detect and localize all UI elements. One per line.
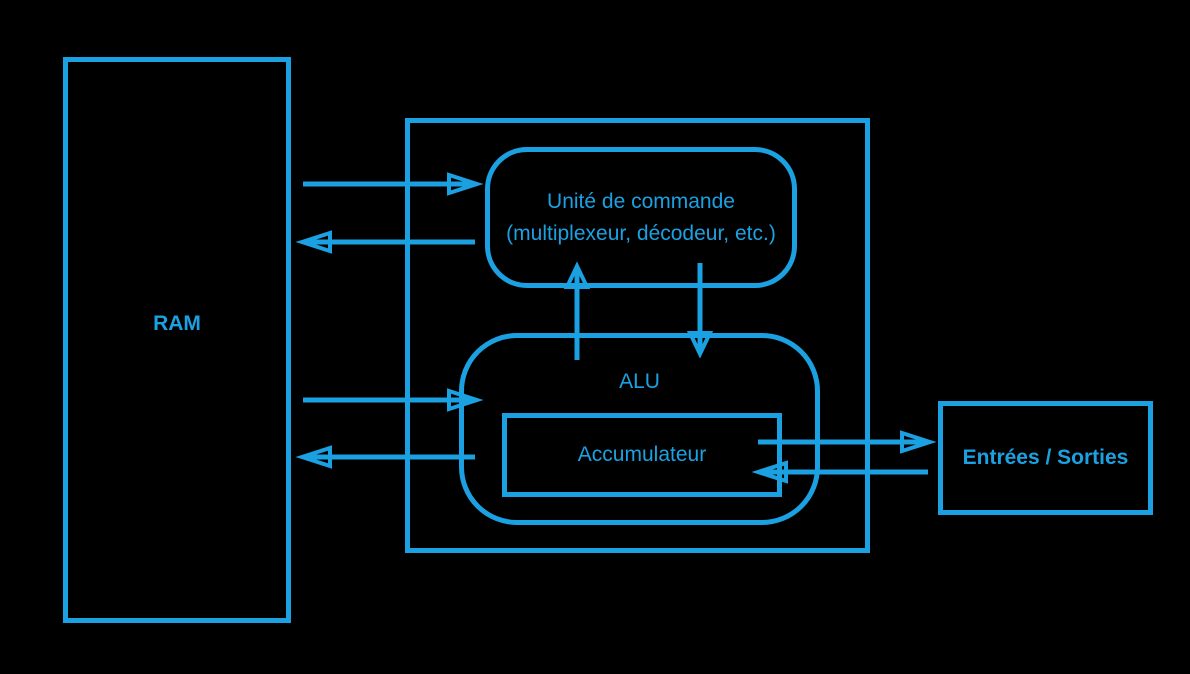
arrow-head [295, 445, 332, 469]
arrow-head [900, 430, 937, 454]
node-ram-label: RAM [153, 312, 201, 335]
node-io-label: Entrées / Sorties [962, 446, 1129, 469]
node-accumulator: Accumulateur [502, 413, 782, 497]
node-alu-label: ALU [619, 370, 660, 393]
node-control-unit: Unité de commande (multiplexeur, décodeu… [485, 147, 797, 288]
node-ram: RAM [63, 57, 291, 623]
node-control-unit-label-line2: (multiplexeur, décodeur, etc.) [506, 221, 776, 245]
node-processor [405, 118, 870, 553]
arrow-head [295, 230, 332, 254]
node-io: Entrées / Sorties [938, 401, 1153, 515]
node-alu: ALU [459, 333, 820, 525]
node-control-unit-label-line1: Unité de commande [547, 189, 735, 213]
node-accumulator-label: Accumulateur [577, 443, 707, 466]
